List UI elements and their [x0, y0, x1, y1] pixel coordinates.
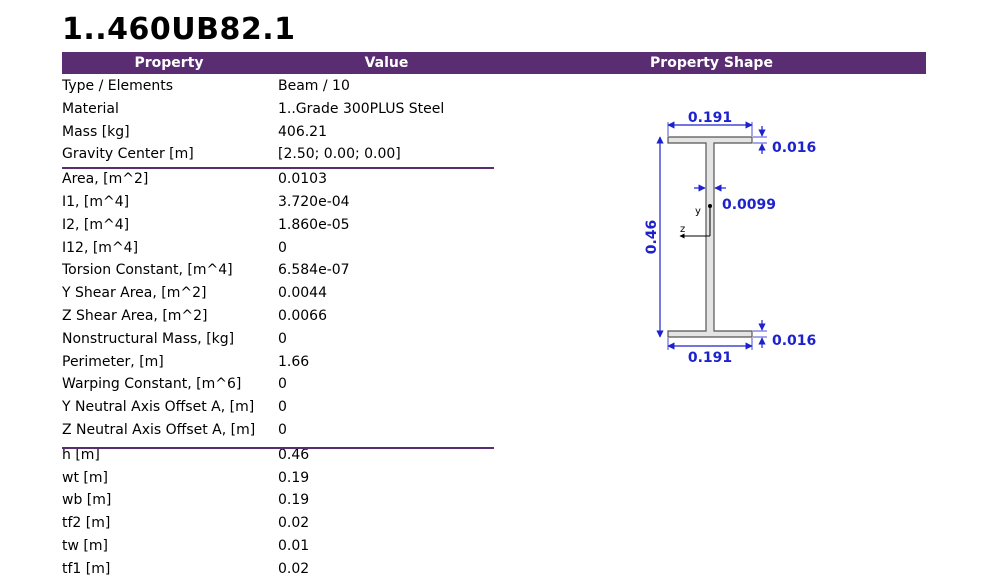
table-row: Y Neutral Axis Offset A, [m] 0: [62, 397, 492, 420]
header-property-shape: Property Shape: [650, 55, 773, 71]
top-width-label: 0.191: [688, 110, 732, 126]
row-value: 0.19: [278, 492, 310, 509]
table-row: I2, [m^4] 1.860e-05: [62, 215, 492, 238]
row-key: tw [m]: [62, 537, 108, 554]
row-value: 0: [278, 399, 287, 416]
table-row: Gravity Center [m] [2.50; 0.00; 0.00]: [62, 144, 492, 167]
table-row: wt [m] 0.19: [62, 468, 492, 491]
row-value: 0: [278, 376, 287, 393]
row-key: Type / Elements: [62, 78, 174, 94]
table-row: Warping Constant, [m^6] 0: [62, 374, 492, 397]
table-row: Nonstructural Mass, [kg] 0: [62, 329, 492, 352]
row-value: 1.66: [278, 353, 310, 370]
z-axis-label: z: [680, 224, 685, 235]
row-key: Mass [kg]: [62, 123, 130, 140]
table-row: Y Shear Area, [m^2] 0.0044: [62, 283, 492, 306]
row-value: 3.720e-04: [278, 193, 350, 210]
row-key: Nonstructural Mass, [kg]: [62, 330, 235, 347]
row-value: 1.860e-05: [278, 216, 350, 233]
row-key: I1, [m^4]: [62, 193, 130, 210]
row-key: tf2 [m]: [62, 515, 111, 532]
row-value: 0: [278, 330, 287, 347]
row-value: 0.02: [278, 515, 310, 532]
row-value: 406.21: [278, 123, 327, 140]
row-key: Perimeter, [m]: [62, 353, 164, 370]
section-shape-diagram: 0.191 0.016 0.46 0.0099 y z 0.016 0.191: [640, 100, 830, 370]
row-value: 6.584e-07: [278, 262, 350, 279]
table-row: Type / Elements Beam / 10: [62, 76, 492, 99]
row-value: 0.02: [278, 560, 310, 577]
table-row: tw [m] 0.01: [62, 536, 492, 559]
y-axis-label: y: [695, 206, 701, 217]
table-header: Property Value Property Shape: [62, 52, 926, 74]
row-value: 0.19: [278, 469, 310, 486]
row-value: [2.50; 0.00; 0.00]: [278, 146, 401, 163]
table-row: tf1 [m] 0.02: [62, 559, 492, 582]
table-row: Z Neutral Axis Offset A, [m] 0: [62, 420, 492, 443]
page-title: 1..460UB82.1: [62, 12, 296, 47]
row-key: Material: [62, 100, 119, 117]
table-row: Area, [m^2] 0.0103: [62, 169, 492, 192]
row-value: Beam / 10: [278, 78, 350, 94]
row-key: Area, [m^2]: [62, 171, 149, 188]
table-row: h [m] 0.46: [62, 445, 492, 468]
table-row: Material 1..Grade 300PLUS Steel: [62, 99, 492, 122]
row-key: Torsion Constant, [m^4]: [62, 262, 233, 279]
bottom-width-label: 0.191: [688, 350, 732, 366]
bottom-flange-label: 0.016: [772, 333, 816, 349]
row-key: wb [m]: [62, 492, 112, 509]
group-divider: [62, 167, 494, 169]
i-beam-shape: [667, 136, 753, 338]
table-row: wb [m] 0.19: [62, 490, 492, 513]
row-value: 0: [278, 239, 287, 256]
row-key: Z Shear Area, [m^2]: [62, 307, 208, 324]
table-row: Mass [kg] 406.21: [62, 122, 492, 145]
row-value: 0.0103: [278, 171, 327, 188]
property-table: Type / Elements Beam / 10 Material 1..Grad…: [62, 76, 492, 582]
row-key: Z Neutral Axis Offset A, [m]: [62, 421, 256, 438]
table-row: tf2 [m] 0.02: [62, 513, 492, 536]
row-value: 0.0066: [278, 307, 327, 324]
row-value: 1..Grade 300PLUS Steel: [278, 100, 445, 117]
web-thickness-label: 0.0099: [722, 197, 776, 213]
row-key: Y Shear Area, [m^2]: [62, 285, 207, 302]
top-flange-label: 0.016: [772, 140, 816, 156]
group-divider: [62, 447, 494, 449]
header-property: Property: [134, 55, 204, 71]
row-key: h [m]: [62, 446, 100, 463]
table-row: I1, [m^4] 3.720e-04: [62, 192, 492, 215]
row-key: I12, [m^4]: [62, 239, 139, 256]
row-key: I2, [m^4]: [62, 216, 130, 233]
row-key: Y Neutral Axis Offset A, [m]: [62, 399, 255, 416]
row-key: wt [m]: [62, 469, 108, 486]
table-row: Torsion Constant, [m^4] 6.584e-07: [62, 260, 492, 283]
header-value: Value: [364, 55, 409, 71]
row-value: 0.0044: [278, 285, 327, 302]
height-label: 0.46: [644, 220, 660, 255]
table-row: I12, [m^4] 0: [62, 238, 492, 261]
row-key: tf1 [m]: [62, 560, 111, 577]
row-value: 0.46: [278, 446, 310, 463]
row-value: 0: [278, 421, 287, 438]
table-row: Z Shear Area, [m^2] 0.0066: [62, 306, 492, 329]
table-row: Perimeter, [m] 1.66: [62, 352, 492, 375]
row-key: Warping Constant, [m^6]: [62, 376, 242, 393]
row-value: 0.01: [278, 537, 310, 554]
row-key: Gravity Center [m]: [62, 146, 194, 163]
